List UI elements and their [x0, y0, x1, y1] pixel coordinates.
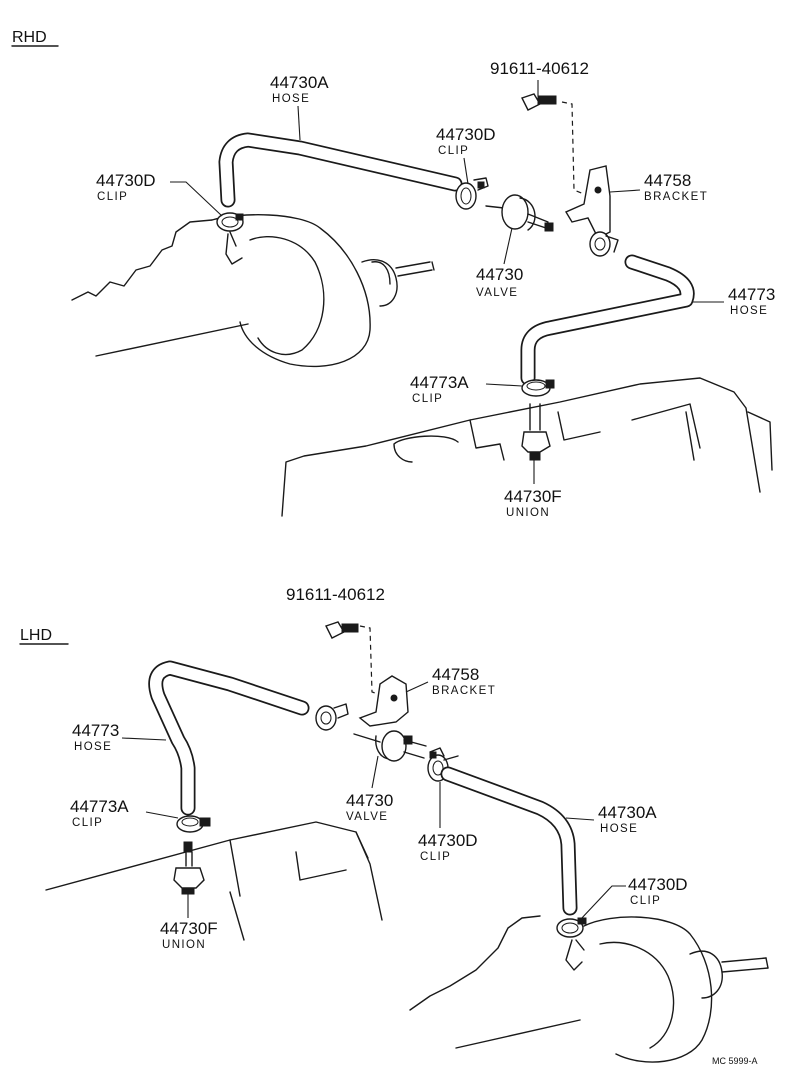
lhd-label-44730a: 44730A HOSE [565, 803, 657, 835]
lhd-44773a-name: CLIP [72, 817, 103, 829]
lhd-bolt-91611 [325, 621, 385, 697]
rhd-44730a-number: 44730A [270, 73, 329, 92]
lhd-clip-44730d-right [556, 917, 587, 971]
lhd-hose-44730a [440, 766, 578, 916]
lhd-44730-name: VALVE [346, 811, 388, 823]
rhd-44773a-number: 44773A [410, 373, 469, 392]
lhd-engine [45, 821, 383, 941]
lhd-bracket-44758 [358, 675, 409, 727]
rhd-bolt-91611 [521, 93, 585, 195]
rhd-44730f-name: UNION [506, 507, 550, 519]
rhd-clip-44730d-mid [455, 177, 489, 210]
lhd-clip-bracket-side [315, 703, 349, 731]
lhd-label-44773: 44773 HOSE [72, 721, 167, 753]
lhd-44730d-mid-name: CLIP [420, 851, 451, 863]
lhd-44730f-number: 44730F [160, 919, 218, 938]
lhd-44758-number: 44758 [432, 665, 479, 684]
lhd-label-44730d-mid: 44730D CLIP [418, 782, 478, 863]
lhd-44730d-mid-number: 44730D [418, 831, 478, 850]
rhd-clip-44773a [521, 379, 555, 397]
lhd-label-44758: 44758 BRACKET [405, 665, 496, 697]
lhd-label-44773a: 44773A CLIP [70, 797, 179, 829]
rhd-44773a-name: CLIP [412, 393, 443, 405]
rhd-label-44730: 44730 VALVE [476, 227, 523, 299]
lhd-44730-number: 44730 [346, 791, 393, 810]
rhd-44730f-number: 44730F [504, 487, 562, 506]
lhd-44758-name: BRACKET [432, 685, 496, 697]
rhd-44758-number: 44758 [644, 171, 691, 190]
rhd-44773-number: 44773 [728, 285, 775, 304]
lhd-label-91611: 91611-40612 [286, 585, 385, 604]
lhd-hose-44773 [148, 660, 310, 816]
rhd-clip-44730d-left [216, 212, 244, 265]
rhd-section: RHD [11, 29, 775, 519]
rhd-hose-44773 [520, 254, 695, 386]
rhd-44730-name: VALVE [476, 287, 518, 299]
rhd-bracket-44758 [564, 165, 619, 257]
rhd-44730a-name: HOSE [272, 93, 310, 105]
rhd-valve-44730 [485, 194, 554, 232]
rhd-91611-number: 91611-40612 [490, 59, 589, 78]
figure-code: MC 5999-A [712, 1056, 758, 1066]
lhd-heading: LHD [20, 627, 52, 644]
rhd-44773-name: HOSE [730, 305, 768, 317]
rhd-label-44758: 44758 BRACKET [609, 171, 708, 203]
lhd-44773-name: HOSE [74, 741, 112, 753]
rhd-label-44773a: 44773A CLIP [410, 373, 523, 405]
lhd-44730d-right-name: CLIP [630, 895, 661, 907]
lhd-44773-number: 44773 [72, 721, 119, 740]
rhd-label-44730d-left: 44730D CLIP [96, 171, 223, 217]
rhd-44730d-mid-number: 44730D [436, 125, 496, 144]
rhd-label-44730f: 44730F UNION [504, 460, 562, 519]
lhd-union-44730f [173, 841, 205, 895]
lhd-44773a-number: 44773A [70, 797, 129, 816]
rhd-44730-number: 44730 [476, 265, 523, 284]
rhd-label-44730a: 44730A HOSE [270, 73, 329, 141]
rhd-44730d-left-name: CLIP [97, 191, 128, 203]
lhd-label-44730f: 44730F UNION [160, 894, 218, 951]
lhd-brake-booster [409, 915, 769, 1063]
rhd-label-44773: 44773 HOSE [692, 285, 775, 317]
lhd-label-44730d-right: 44730D CLIP [579, 875, 688, 921]
rhd-44730d-left-number: 44730D [96, 171, 156, 190]
rhd-44758-name: BRACKET [644, 191, 708, 203]
lhd-clip-44773a [176, 815, 211, 833]
lhd-valve-44730 [353, 730, 427, 762]
lhd-91611-number: 91611-40612 [286, 585, 385, 604]
lhd-44730a-number: 44730A [598, 803, 657, 822]
rhd-hose-44730a [218, 132, 463, 208]
rhd-brake-booster [71, 214, 435, 368]
lhd-44730f-name: UNION [162, 939, 206, 951]
rhd-heading: RHD [12, 29, 47, 46]
lhd-44730a-name: HOSE [600, 823, 638, 835]
rhd-label-44730d-mid: 44730D CLIP [436, 125, 496, 185]
rhd-44730d-mid-name: CLIP [438, 145, 469, 157]
lhd-section: LHD [19, 585, 769, 1063]
rhd-union-44730f [521, 403, 551, 461]
rhd-engine [281, 377, 773, 517]
lhd-44730d-right-number: 44730D [628, 875, 688, 894]
rhd-label-91611: 91611-40612 [490, 59, 589, 96]
lhd-label-44730: 44730 VALVE [346, 755, 393, 823]
